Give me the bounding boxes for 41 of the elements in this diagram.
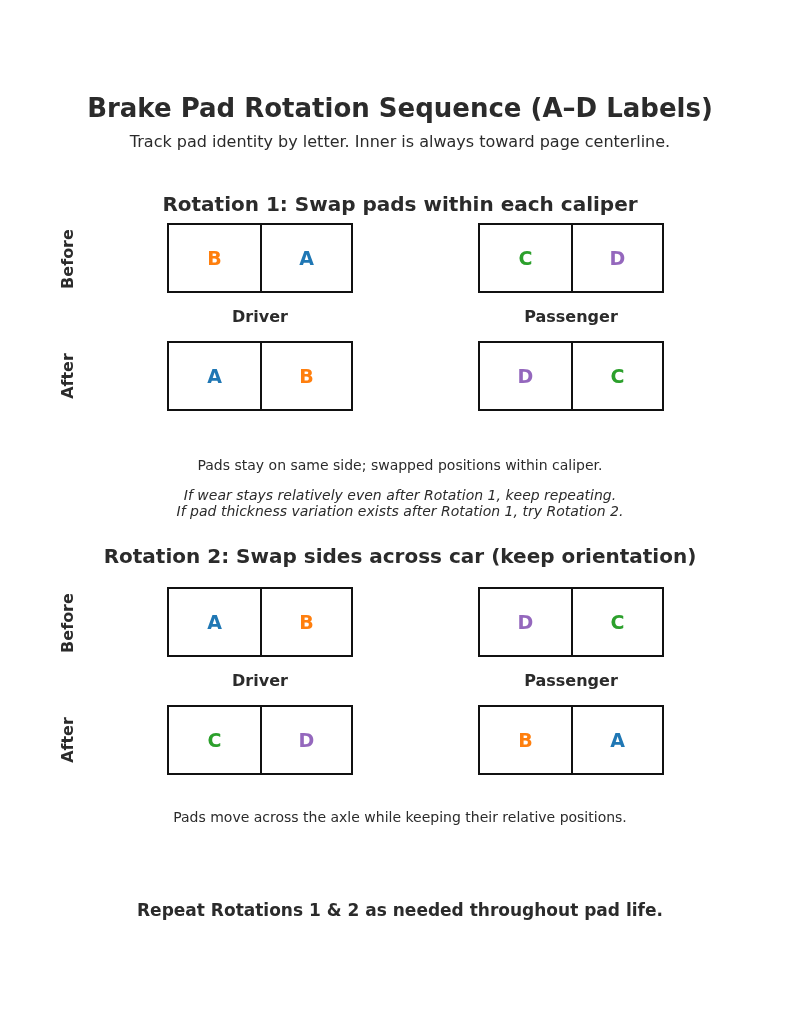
pad-cell: B — [480, 707, 571, 773]
side-label: Driver — [232, 670, 288, 690]
footer-note: Repeat Rotations 1 & 2 as needed throughout pad life. — [137, 900, 663, 920]
pad-cell: C — [480, 225, 571, 291]
caliper-box — [167, 341, 353, 411]
caliper-box — [167, 587, 353, 657]
pad-cell: D — [480, 343, 571, 409]
side-label: Passenger — [524, 670, 618, 690]
note: If pad thickness variation exists after Rotation 1, try Rotation 2. — [176, 503, 624, 519]
row-label: After — [57, 353, 77, 399]
row-label: Before — [57, 593, 77, 653]
row-label: Before — [57, 229, 77, 289]
subtitle: Track pad identity by letter. Inner is always toward page centerline. — [129, 131, 671, 151]
title: Brake Pad Rotation Sequence (A–D Labels) — [87, 93, 713, 123]
note: If wear stays relatively even after Rotation 1, keep repeating. — [183, 487, 617, 503]
note: Pads move across the axle while keeping their relative positions. — [173, 809, 627, 825]
caliper-box — [478, 705, 664, 775]
pad-cell: D — [260, 707, 351, 773]
pad-cell: A — [169, 343, 260, 409]
side-label: Driver — [232, 306, 288, 326]
side-label: Passenger — [524, 306, 618, 326]
pad-cell: A — [169, 589, 260, 655]
pad-cell: C — [169, 707, 260, 773]
caliper-box — [167, 223, 353, 293]
pad-cell: B — [169, 225, 260, 291]
pad-cell: C — [571, 589, 662, 655]
caliper-box — [478, 341, 664, 411]
caliper-box — [478, 223, 664, 293]
pad-cell: B — [260, 589, 351, 655]
section-heading: Rotation 1: Swap pads within each caliper — [162, 192, 638, 216]
pad-cell: B — [260, 343, 351, 409]
row-label: After — [57, 717, 77, 763]
pad-cell: A — [260, 225, 351, 291]
section-heading: Rotation 2: Swap sides across car (keep orientation) — [103, 544, 697, 568]
caliper-box — [167, 705, 353, 775]
pad-cell: A — [571, 707, 662, 773]
pad-cell: C — [571, 343, 662, 409]
note: Pads stay on same side; swapped positions within caliper. — [197, 457, 603, 473]
caliper-box — [478, 587, 664, 657]
pad-cell: D — [571, 225, 662, 291]
pad-cell: D — [480, 589, 571, 655]
